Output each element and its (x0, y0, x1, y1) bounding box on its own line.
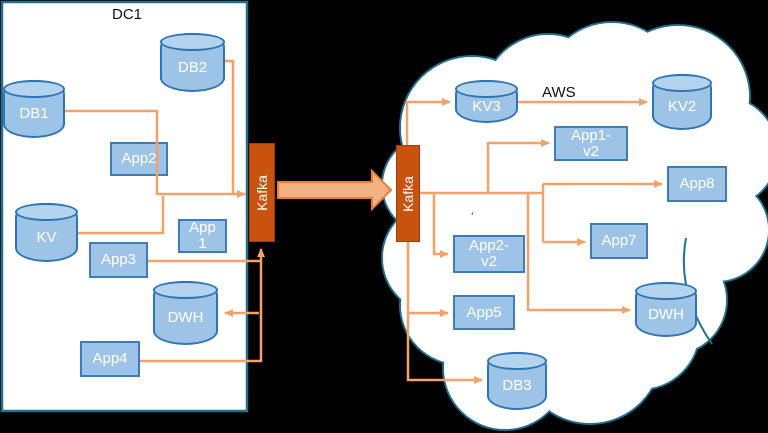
node-dwh-aws: DWH (635, 282, 697, 337)
dc1-title: DC1 (111, 6, 142, 23)
node-app4: App4 (80, 341, 140, 377)
node-app1: App 1 (178, 219, 227, 253)
node-dwh-dc1: DWH (153, 281, 218, 345)
kafka-broker-aws: Kafka (396, 145, 420, 242)
node-db2: DB2 (160, 33, 225, 92)
node-app7: App7 (590, 223, 648, 259)
node-db1: DB1 (3, 80, 65, 138)
node-app3: App3 (89, 242, 148, 278)
node-app1-v2: App1-v2 (554, 126, 628, 161)
node-db3: DB3 (487, 352, 547, 410)
aws-title: AWS (542, 84, 576, 101)
node-kv3: KV3 (455, 80, 518, 123)
node-app5: App5 (453, 295, 515, 330)
node-app2: App2 (110, 142, 168, 176)
node-kv: KV (15, 203, 78, 262)
kafka-broker-dc1: Kafka (249, 143, 275, 242)
node-app8: App8 (667, 166, 727, 202)
node-app2-v2: App2-v2 (453, 235, 525, 273)
node-kv2: KV2 (652, 74, 712, 130)
